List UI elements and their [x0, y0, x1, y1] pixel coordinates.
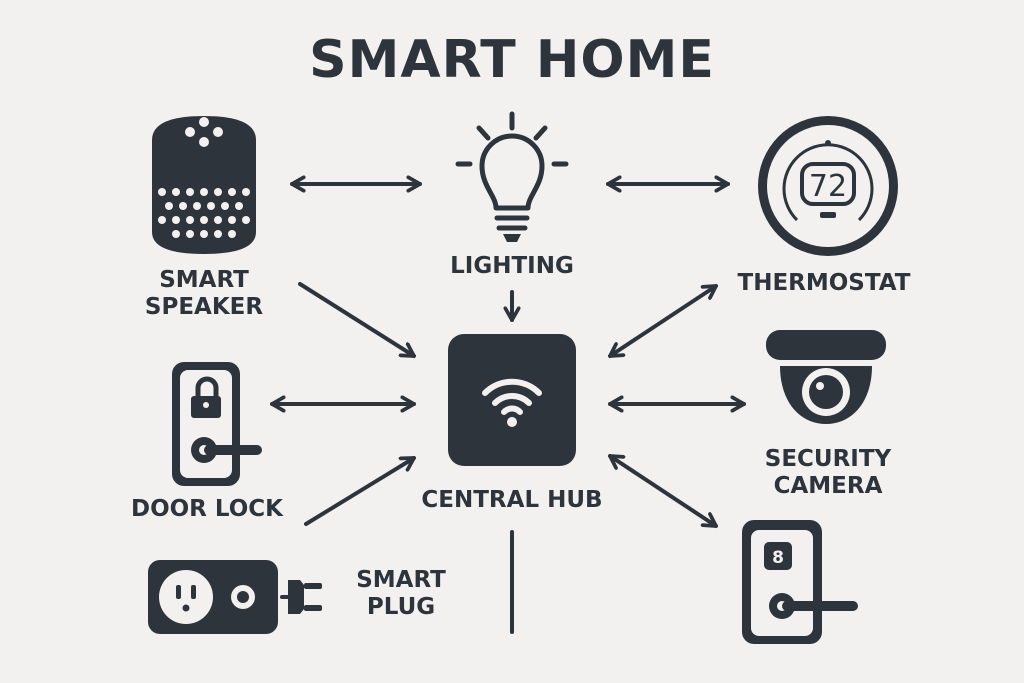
plug-label-line2: PLUG	[366, 594, 436, 621]
plug-label-line1: SMART	[356, 567, 446, 593]
camera-label: SECURITY CAMERA	[748, 446, 908, 500]
speaker-label-line1: SMART	[159, 267, 249, 293]
connectors	[270, 184, 746, 634]
hub-label: CENTRAL HUB	[421, 487, 603, 513]
wifi-icon	[482, 378, 542, 415]
security-camera-icon	[766, 330, 886, 424]
thermostat-icon	[758, 116, 898, 256]
page-title: SMART HOME	[309, 30, 715, 90]
speaker-label-line2: SPEAKER	[144, 294, 264, 321]
keypad-lock-icon	[742, 520, 858, 644]
central-hub	[448, 334, 576, 466]
plug-label: SMART PLUG	[346, 567, 456, 621]
thermostat-display: 72	[809, 169, 847, 204]
lighting-label: LIGHTING	[450, 253, 574, 279]
arrow-keypad-hub	[608, 454, 718, 528]
camera-label-line1: SECURITY	[764, 446, 892, 472]
keypad-display: 8	[772, 548, 784, 568]
smart-speaker-icon	[152, 116, 256, 254]
arrow-speaker-hub	[298, 282, 416, 358]
arrow-thermostat-hub	[608, 284, 718, 358]
smart-plug-icon	[148, 560, 322, 634]
thermostat-label: THERMOSTAT	[737, 270, 911, 296]
arrow-plug-hub	[304, 456, 416, 526]
door-lock-icon	[172, 362, 262, 486]
lightbulb-icon	[455, 111, 569, 242]
door-lock-label: DOOR LOCK	[130, 496, 283, 522]
speaker-label: SMART SPEAKER	[134, 267, 274, 321]
camera-label-line2: CAMERA	[773, 473, 883, 500]
